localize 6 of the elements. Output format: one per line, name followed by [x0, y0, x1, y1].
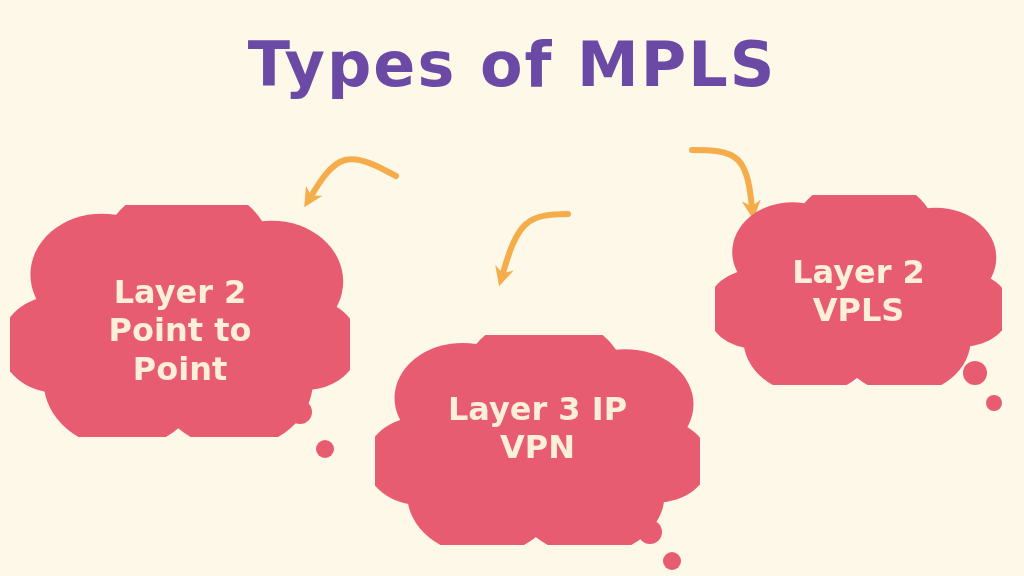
curved-arrow: [495, 211, 571, 287]
cloud-label: Layer 2 VPLS: [791, 253, 926, 330]
cloud-label: Layer 2 Point to Point: [107, 273, 253, 389]
title: Types of MPLS: [246, 28, 778, 101]
curved-arrow: [304, 156, 399, 208]
cloud-label: Layer 3 IP VPN: [446, 390, 629, 467]
